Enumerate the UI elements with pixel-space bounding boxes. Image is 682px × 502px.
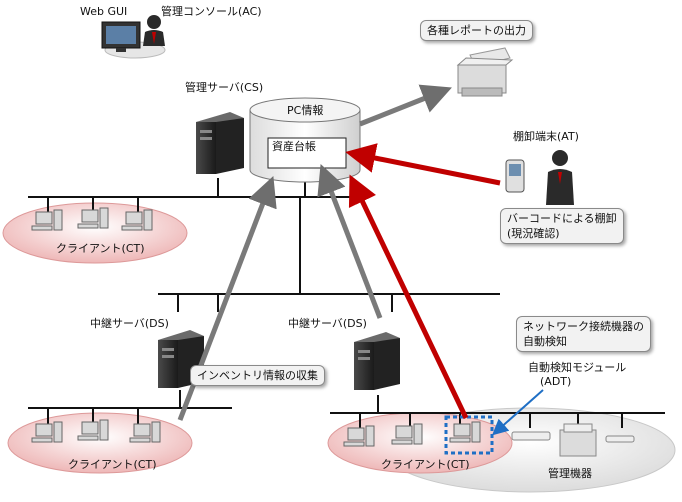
relay-server-right-label: 中継サーバ(DS) <box>288 317 367 330</box>
auto-detect-pointer <box>492 389 544 436</box>
barcode-callout-line-2: (現況確認) <box>507 227 560 240</box>
printer-icon <box>456 47 514 97</box>
database-icon <box>249 97 361 183</box>
mgmt-server-label: 管理サーバ(CS) <box>185 81 264 94</box>
reports-callout-text: 各種レポートの出力 <box>427 24 526 37</box>
network-callout-line-1: ネットワーク接続機器の <box>523 320 644 333</box>
network-callout-line-2: 自動検知 <box>523 335 567 348</box>
auto-detect-module-label-2: (ADT) <box>540 375 572 388</box>
management-server-icon <box>196 112 244 174</box>
barcode-inventory-callout: バーコードによる棚卸 (現況確認) <box>500 208 624 244</box>
asset-ledger-label: 資産台帳 <box>272 140 316 153</box>
reports-callout: 各種レポートの出力 <box>420 20 533 41</box>
client-bottom-right-label: クライアント(CT) <box>381 458 470 471</box>
network-detect-callout: ネットワーク接続機器の 自動検知 <box>516 316 651 352</box>
inventory-terminal-icon <box>505 150 574 205</box>
auto-detect-module-label-1: 自動検知モジュール <box>528 361 627 374</box>
red-flow-arrows <box>345 143 501 420</box>
relay-server-left-icon <box>158 330 204 388</box>
network-lines <box>28 178 665 428</box>
managed-devices-icon <box>511 423 635 457</box>
client-bottom-left-label: クライアント(CT) <box>68 458 157 471</box>
managed-devices-label: 管理機器 <box>548 467 592 480</box>
client-top-label: クライアント(CT) <box>56 242 145 255</box>
relay-server-right-icon <box>354 332 400 390</box>
client-pcs-bottom-right <box>343 421 481 447</box>
client-pcs-bottom-left <box>31 419 161 443</box>
inventory-collect-callout: インベントリ情報の収集 <box>190 365 325 386</box>
inventory-terminal-label: 棚卸端末(AT) <box>513 130 579 143</box>
client-pcs-top <box>31 207 153 231</box>
admin-console-icon <box>101 15 166 59</box>
pc-info-label: PC情報 <box>287 104 324 117</box>
inventory-collect-text: インベントリ情報の収集 <box>197 369 318 382</box>
web-gui-label: Web GUI <box>80 5 128 18</box>
barcode-callout-line-1: バーコードによる棚卸 <box>507 212 617 225</box>
admin-console-label: 管理コンソール(AC) <box>161 5 262 18</box>
auto-detect-highlight <box>444 415 494 455</box>
relay-server-left-label: 中継サーバ(DS) <box>90 317 169 330</box>
